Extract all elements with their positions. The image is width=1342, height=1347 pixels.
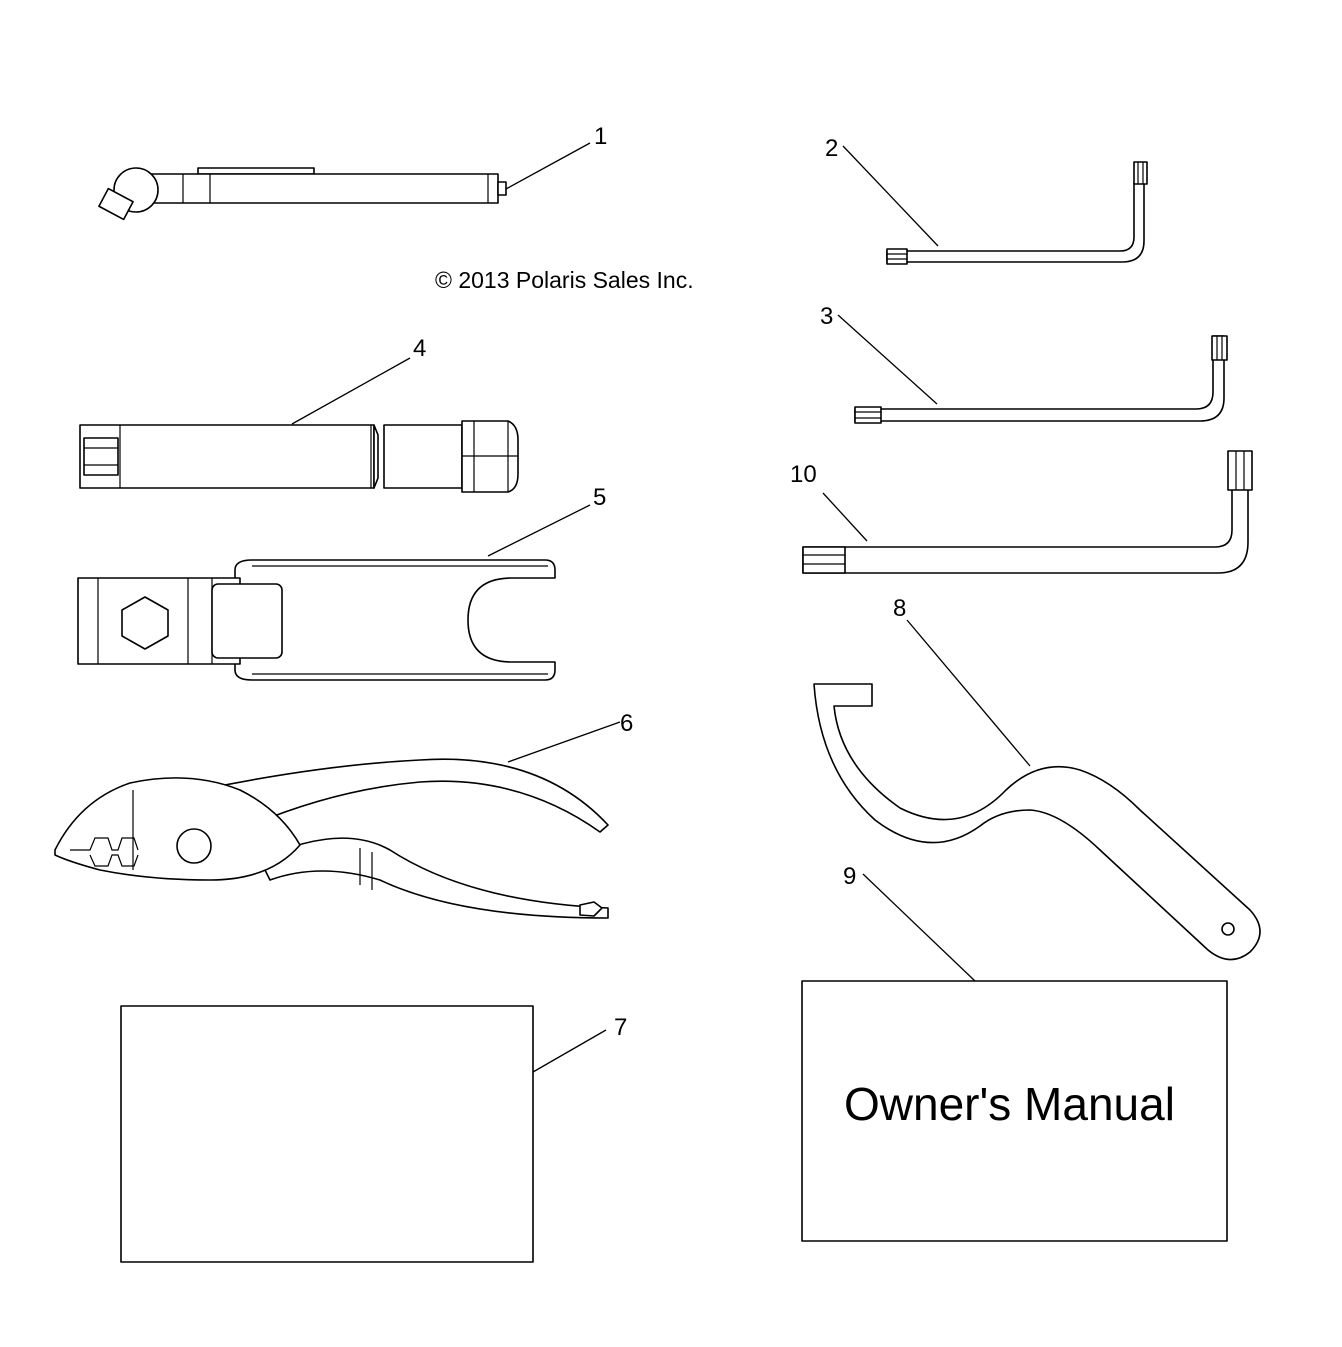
leader-line-5 — [487, 504, 591, 557]
leader-line-8 — [906, 619, 1031, 767]
tire-pressure-gauge-icon — [98, 167, 507, 221]
slip-joint-pliers-icon — [54, 758, 609, 919]
callout-7: 7 — [614, 1014, 627, 1041]
leader-line-1 — [505, 142, 591, 190]
callout-4: 4 — [413, 335, 426, 362]
leader-line-6 — [507, 721, 621, 763]
callout-3: 3 — [820, 303, 833, 330]
hex-wrench-icon — [77, 559, 556, 681]
callout-9: 9 — [843, 863, 856, 890]
spark-plug-socket-wrench-icon — [79, 420, 519, 493]
callout-6: 6 — [620, 710, 633, 737]
owners-manual-title: Owner's Manual — [844, 1078, 1175, 1130]
medium-torx-l-key-icon — [854, 335, 1228, 424]
small-torx-l-key-icon — [886, 161, 1148, 265]
copyright-text: © 2013 Polaris Sales Inc. — [435, 267, 694, 293]
leader-line-2 — [842, 145, 939, 247]
leader-line-3 — [837, 314, 938, 405]
callout-2: 2 — [825, 135, 838, 162]
leader-line-9 — [862, 873, 976, 982]
spanner-hook-wrench-icon — [813, 683, 1261, 961]
owners-manual-icon: Owner's Manual — [801, 980, 1228, 1242]
leader-line-10 — [822, 492, 868, 542]
leader-line-7 — [532, 1029, 607, 1073]
callout-1: 1 — [594, 123, 607, 150]
leader-line-4 — [291, 357, 411, 425]
callout-5: 5 — [593, 484, 606, 511]
large-torx-l-key-icon — [802, 450, 1253, 574]
tool-pouch-card-icon — [120, 1005, 534, 1263]
callout-8: 8 — [893, 595, 906, 622]
callout-10: 10 — [790, 461, 817, 488]
